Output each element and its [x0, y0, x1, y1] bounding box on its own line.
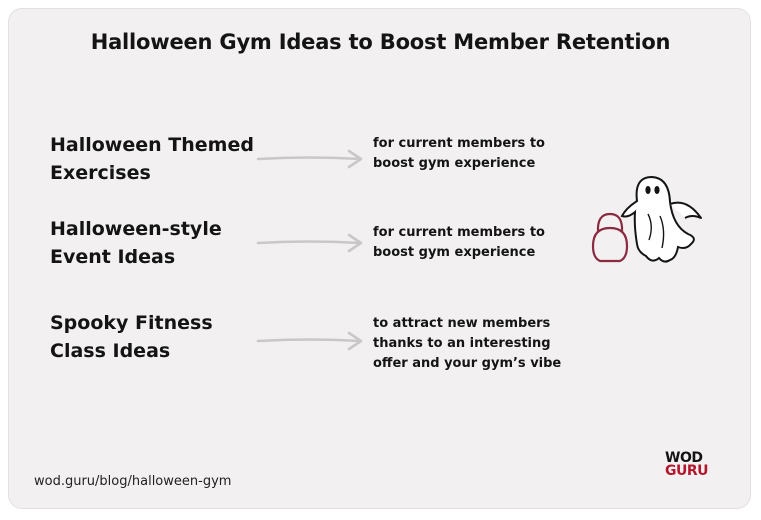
page-title: Halloween Gym Ideas to Boost Member Rete… — [90, 30, 671, 54]
arrow-right-icon — [256, 331, 363, 351]
row-label-themed-exercises: Halloween Themed Exercises — [50, 131, 260, 187]
row-desc-line: boost gym experience — [373, 156, 536, 171]
row-desc-line: offer and your gym’s vibe — [373, 356, 562, 371]
row-label-line: Halloween-style — [50, 218, 222, 240]
logo-line-guru: GURU — [665, 463, 709, 479]
row-desc-line: for current members to — [373, 225, 545, 240]
row-label-fitness-class: Spooky Fitness Class Ideas — [50, 309, 260, 365]
ghost-icon — [620, 175, 702, 263]
arrow-right-icon — [256, 233, 363, 253]
source-url: wod.guru/blog/halloween-gym — [34, 474, 232, 489]
row-label-line: Spooky Fitness — [50, 312, 213, 334]
row-desc-line: to attract new members — [373, 316, 551, 331]
infographic-card — [8, 8, 751, 509]
row-desc-line: for current members to — [373, 136, 545, 151]
row-label-event-ideas: Halloween-style Event Ideas — [50, 215, 260, 271]
row-desc-themed-exercises: for current members to boost gym experie… — [373, 134, 573, 174]
row-desc-line: thanks to an interesting — [373, 336, 551, 351]
wodguru-logo: WOD GURU — [665, 450, 715, 479]
row-desc-fitness-class: to attract new members thanks to an inte… — [373, 314, 573, 374]
row-label-line: Halloween Themed — [50, 134, 254, 156]
row-label-line: Class Ideas — [50, 340, 171, 362]
arrow-right-icon — [256, 149, 363, 169]
kettlebell-icon — [591, 212, 629, 263]
row-desc-event-ideas: for current members to boost gym experie… — [373, 223, 573, 263]
row-label-line: Event Ideas — [50, 246, 176, 268]
row-label-line: Exercises — [50, 162, 151, 184]
ghost-kettlebell-illustration — [591, 175, 702, 263]
row-desc-line: boost gym experience — [373, 245, 536, 260]
logo-line-wod: WOD — [665, 450, 703, 466]
